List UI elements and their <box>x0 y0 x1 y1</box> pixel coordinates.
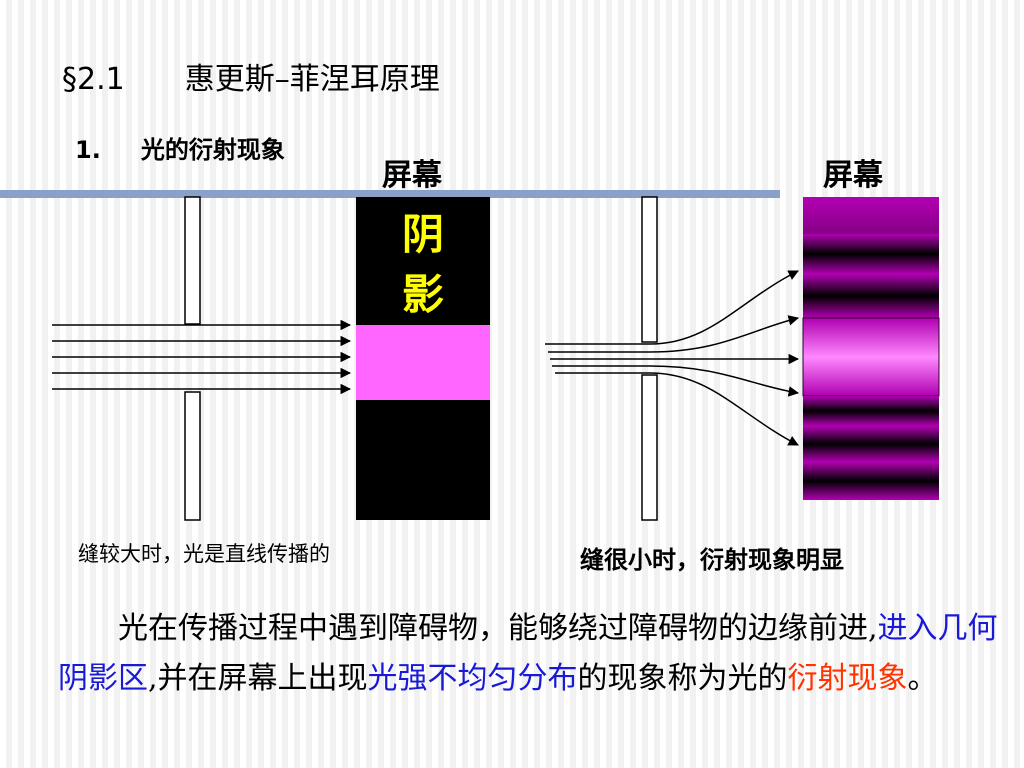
sub-heading: 1. 光的衍射现象 <box>75 130 285 165</box>
fringe-screen <box>802 197 940 500</box>
light-rays-left <box>52 319 352 395</box>
body-paragraph: 光在传播过程中遇到障碍物，能够绕过障碍物的边缘前进,进入几何阴影区,并在屏幕上出… <box>58 604 998 704</box>
section-name: 惠更斯–菲涅耳原理 <box>184 62 440 97</box>
shadow-char-1: 阴 <box>401 210 444 259</box>
barrier-upper-right <box>641 196 658 343</box>
bright-band <box>356 325 490 400</box>
light-rays-right <box>545 270 800 446</box>
para-text-3: 的现象称为光的 <box>577 661 788 696</box>
barrier-upper-left <box>184 196 201 325</box>
section-number: §2.1 <box>62 62 125 97</box>
section-title: §2.1 惠更斯–菲涅耳原理 <box>62 54 440 98</box>
shadow-char-2: 影 <box>401 270 444 319</box>
para-text-2: ,并在屏幕上出现 <box>148 661 368 696</box>
barrier-lower-left <box>184 391 201 521</box>
sub-heading-title: 光的衍射现象 <box>140 135 285 164</box>
highlight-uneven-intensity: 光强不均匀分布 <box>367 661 578 696</box>
sub-heading-number: 1. <box>75 136 101 164</box>
caption-right: 缝很小时，衍射现象明显 <box>580 545 844 574</box>
barrier-lower-right <box>641 374 658 521</box>
divider-line <box>0 190 780 198</box>
highlight-shadow-region: 进入几何阴影区 <box>58 611 998 696</box>
diffraction-diagram <box>52 196 940 521</box>
highlight-diffraction: 衍射现象 <box>787 661 908 696</box>
screen-label-left: 屏幕 <box>382 158 442 193</box>
caption-left: 缝较大时，光是直线传播的 <box>78 542 330 566</box>
screen-label-right: 屏幕 <box>823 158 883 193</box>
para-text-1: 光在传播过程中遇到障碍物，能够绕过障碍物的边缘前进, <box>118 611 878 646</box>
shadow-label: 阴 影 <box>356 205 490 325</box>
para-text-4: 。 <box>907 661 938 696</box>
